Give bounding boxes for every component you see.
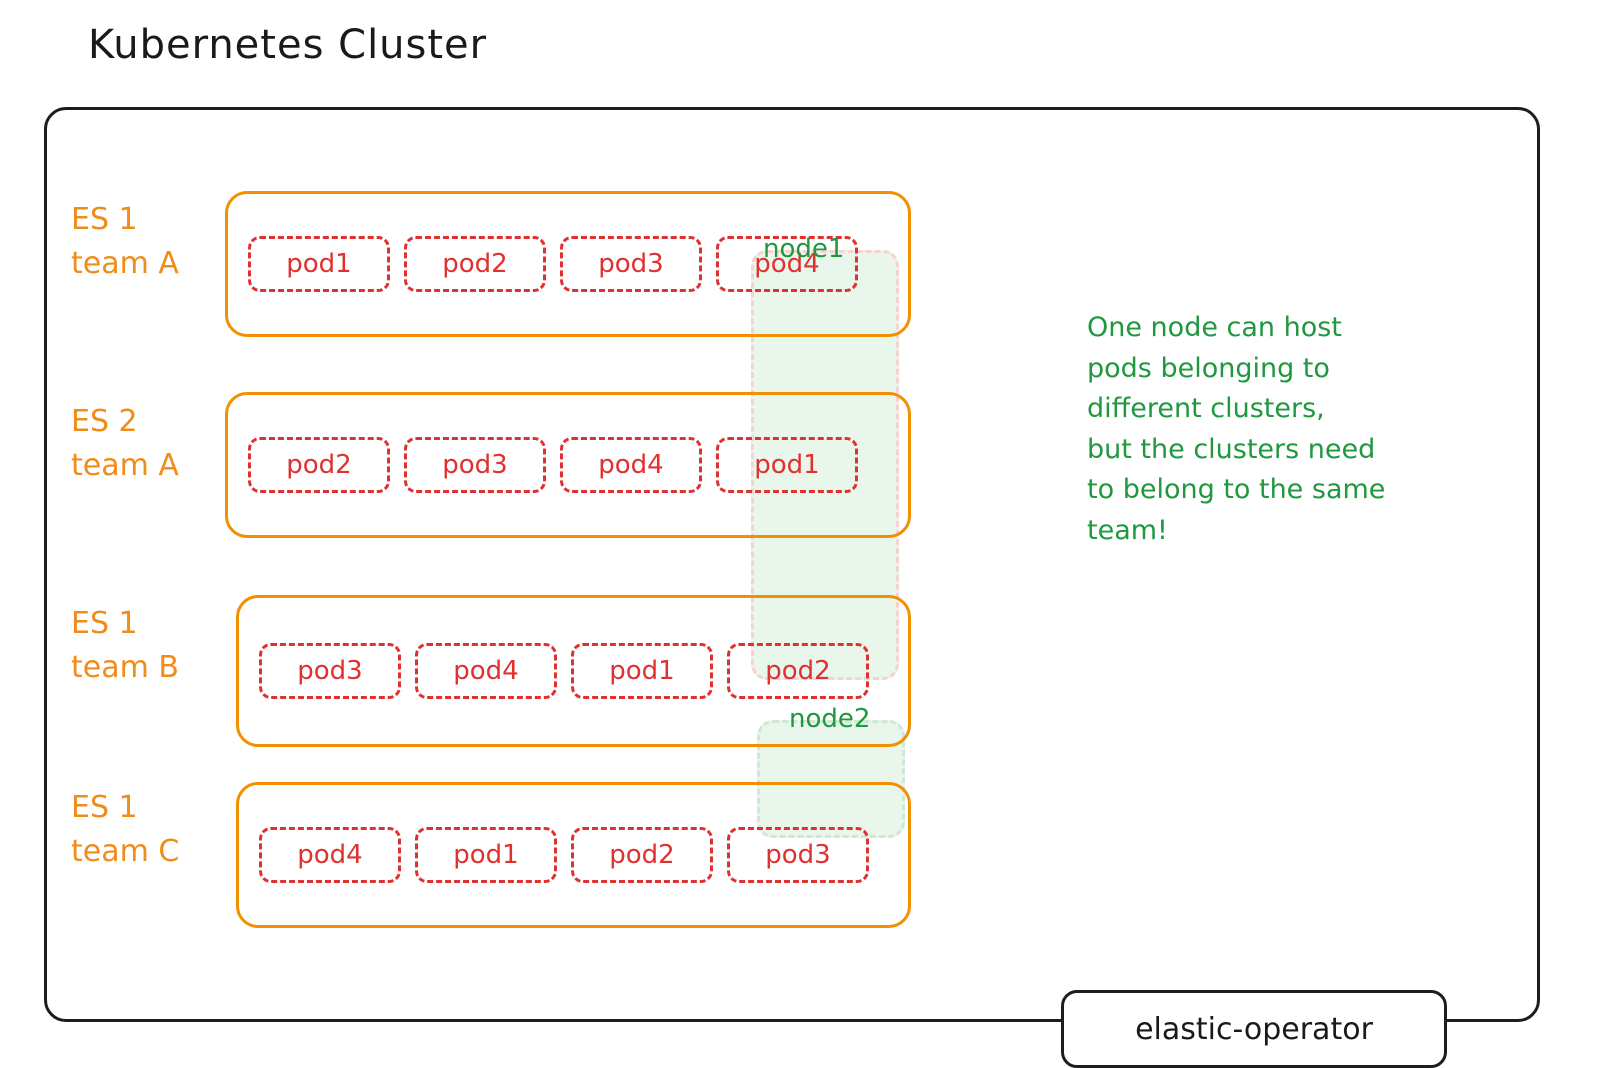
- es-cluster-team-2: team B: [71, 649, 179, 685]
- es-cluster-name-3: ES 1: [71, 790, 138, 825]
- pod-2-2[interactable]: pod1: [571, 643, 713, 699]
- pod-2-0[interactable]: pod3: [259, 643, 401, 699]
- es-cluster-team-0: team A: [71, 245, 179, 281]
- pod-3-0[interactable]: pod4: [259, 827, 401, 883]
- es-cluster-box-3[interactable]: pod4 pod1 pod2 pod3: [236, 782, 911, 928]
- pod-0-0[interactable]: pod1: [248, 236, 390, 292]
- es-cluster-team-1: team A: [71, 447, 179, 483]
- pod-0-3[interactable]: pod4: [716, 236, 858, 292]
- pod-list-2: pod3 pod4 pod1 pod2: [239, 598, 908, 744]
- es-cluster-name-2: ES 1: [71, 606, 138, 641]
- pod-3-2[interactable]: pod2: [571, 827, 713, 883]
- pod-3-3[interactable]: pod3: [727, 827, 869, 883]
- node-zone-node2: [757, 720, 905, 838]
- pod-1-0[interactable]: pod2: [248, 437, 390, 493]
- es-cluster-label-3: ES 1 team C: [71, 786, 179, 873]
- page-title: Kubernetes Cluster: [88, 22, 488, 68]
- pod-0-1[interactable]: pod2: [404, 236, 546, 292]
- es-cluster-box-1[interactable]: pod2 pod3 pod4 pod1: [225, 392, 911, 538]
- es-cluster-box-2[interactable]: pod3 pod4 pod1 pod2: [236, 595, 911, 747]
- es-cluster-team-3: team C: [71, 833, 180, 869]
- pod-list-1: pod2 pod3 pod4 pod1: [228, 395, 908, 535]
- pod-list-0: pod1 pod2 pod3 pod4: [228, 194, 908, 334]
- node-label-node2: node2: [789, 704, 871, 734]
- pod-1-1[interactable]: pod3: [404, 437, 546, 493]
- es-cluster-name-1: ES 2: [71, 404, 138, 439]
- es-cluster-label-1: ES 2 team A: [71, 400, 179, 487]
- node-label-node1: node1: [763, 234, 845, 264]
- es-cluster-label-2: ES 1 team B: [71, 602, 179, 689]
- es-cluster-label-0: ES 1 team A: [71, 198, 179, 285]
- kubernetes-cluster-container: node1 node2 ES 1 team A pod1 pod2 pod3 p…: [44, 107, 1540, 1068]
- cluster-note-text: One node can host pods belonging to diff…: [1087, 312, 1386, 546]
- pod-2-3[interactable]: pod2: [727, 643, 869, 699]
- es-cluster-name-0: ES 1: [71, 202, 138, 237]
- es-cluster-box-0[interactable]: pod1 pod2 pod3 pod4: [225, 191, 911, 337]
- pod-1-2[interactable]: pod4: [560, 437, 702, 493]
- pod-1-3[interactable]: pod1: [716, 437, 858, 493]
- elastic-operator-label: elastic-operator: [1135, 1011, 1373, 1047]
- pod-list-3: pod4 pod1 pod2 pod3: [239, 785, 908, 925]
- pod-2-1[interactable]: pod4: [415, 643, 557, 699]
- elastic-operator-box[interactable]: elastic-operator: [1061, 990, 1447, 1068]
- pod-3-1[interactable]: pod1: [415, 827, 557, 883]
- pod-0-2[interactable]: pod3: [560, 236, 702, 292]
- node-zone-node1: [751, 250, 899, 680]
